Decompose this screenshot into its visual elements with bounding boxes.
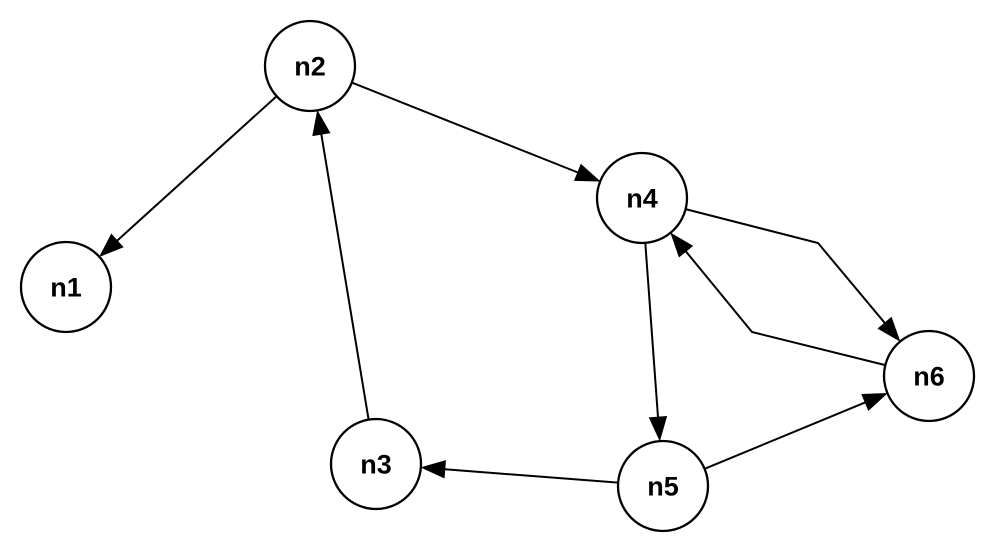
node-n6-circle (882, 329, 976, 423)
node-n1-label: n1 (50, 272, 82, 302)
node-n3-label: n3 (360, 449, 392, 479)
edge-n3-n2-arrowhead-icon (312, 109, 331, 137)
edge-n6-n4-arrowhead-icon (670, 232, 694, 258)
edge-n4-n6-arrowhead-icon (877, 316, 901, 342)
node-n6: n6 (882, 329, 976, 423)
node-n2-circle (263, 19, 357, 113)
edge-n5-n6-arrowhead-icon (861, 393, 888, 412)
node-n5-label: n5 (647, 471, 679, 501)
edge-n5-n6 (704, 401, 866, 470)
node-n3-circle (329, 417, 423, 511)
node-n4: n4 (595, 151, 689, 245)
edge-n5-n3 (444, 468, 619, 484)
edge-n6-n4 (685, 250, 886, 367)
edge-n4-n5-arrowhead-icon (648, 416, 668, 442)
node-n2: n2 (263, 19, 357, 113)
edge-n5-n3-arrowhead-icon (420, 460, 446, 479)
node-n5-circle (616, 439, 710, 533)
edge-n2-n4 (351, 81, 579, 174)
node-n4-circle (595, 151, 689, 245)
node-n6-label: n6 (913, 361, 945, 391)
node-n3: n3 (329, 417, 423, 511)
edge-n4-n5 (644, 242, 659, 418)
node-n1: n1 (19, 240, 113, 334)
edge-n2-n4-arrowhead-icon (573, 163, 601, 182)
node-n1-circle (19, 240, 113, 334)
node-n2-label: n2 (294, 51, 326, 81)
edge-n2-n1 (116, 95, 278, 242)
node-n5: n5 (616, 439, 710, 533)
edge-n3-n2 (320, 133, 370, 420)
node-n4-label: n4 (626, 183, 658, 213)
edge-n2-n1-arrowhead-icon (99, 233, 124, 258)
edge-n4-n6 (685, 208, 886, 324)
